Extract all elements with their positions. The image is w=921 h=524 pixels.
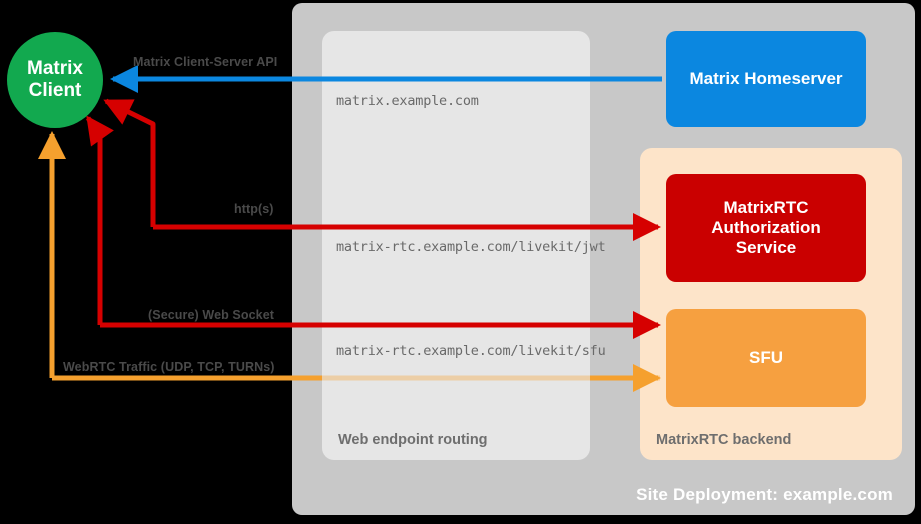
- node-matrixrtc-authorization-service[interactable]: MatrixRTC Authorization Service: [666, 174, 866, 282]
- node-matrix-client-line2: Client: [28, 80, 82, 101]
- link-websocket-to-client: [85, 115, 114, 325]
- node-auth-line3: Service: [735, 238, 797, 258]
- node-matrix-client-line1: Matrix: [27, 57, 83, 79]
- endpoint-livekit-jwt: matrix-rtc.example.com/livekit/jwt: [336, 239, 606, 255]
- web-endpoint-routing-caption: Web endpoint routing: [338, 432, 488, 448]
- node-matrix-homeserver[interactable]: Matrix Homeserver: [666, 31, 866, 127]
- matrixrtc-backend-caption: MatrixRTC backend: [656, 432, 792, 448]
- node-matrix-client[interactable]: Matrix Client: [7, 32, 103, 128]
- link-label-https: http(s): [234, 202, 274, 216]
- node-auth-line1: MatrixRTC: [723, 197, 809, 217]
- node-sfu-label: SFU: [749, 347, 783, 367]
- link-label-webrtc: WebRTC Traffic (UDP, TCP, TURNs): [63, 360, 275, 374]
- endpoint-matrix: matrix.example.com: [336, 93, 479, 109]
- web-endpoint-routing-panel: matrix.example.com matrix-rtc.example.co…: [322, 31, 606, 460]
- link-https-to-client: [103, 98, 156, 227]
- node-matrix-homeserver-label: Matrix Homeserver: [689, 68, 843, 88]
- link-label-client-server-api: Matrix Client-Server API: [133, 55, 278, 69]
- endpoint-livekit-sfu: matrix-rtc.example.com/livekit/sfu: [336, 343, 606, 359]
- site-deployment-caption: Site Deployment: example.com: [636, 485, 893, 504]
- node-sfu[interactable]: SFU: [666, 309, 866, 407]
- node-auth-line2: Authorization: [711, 217, 821, 237]
- link-label-websocket: (Secure) Web Socket: [148, 308, 275, 322]
